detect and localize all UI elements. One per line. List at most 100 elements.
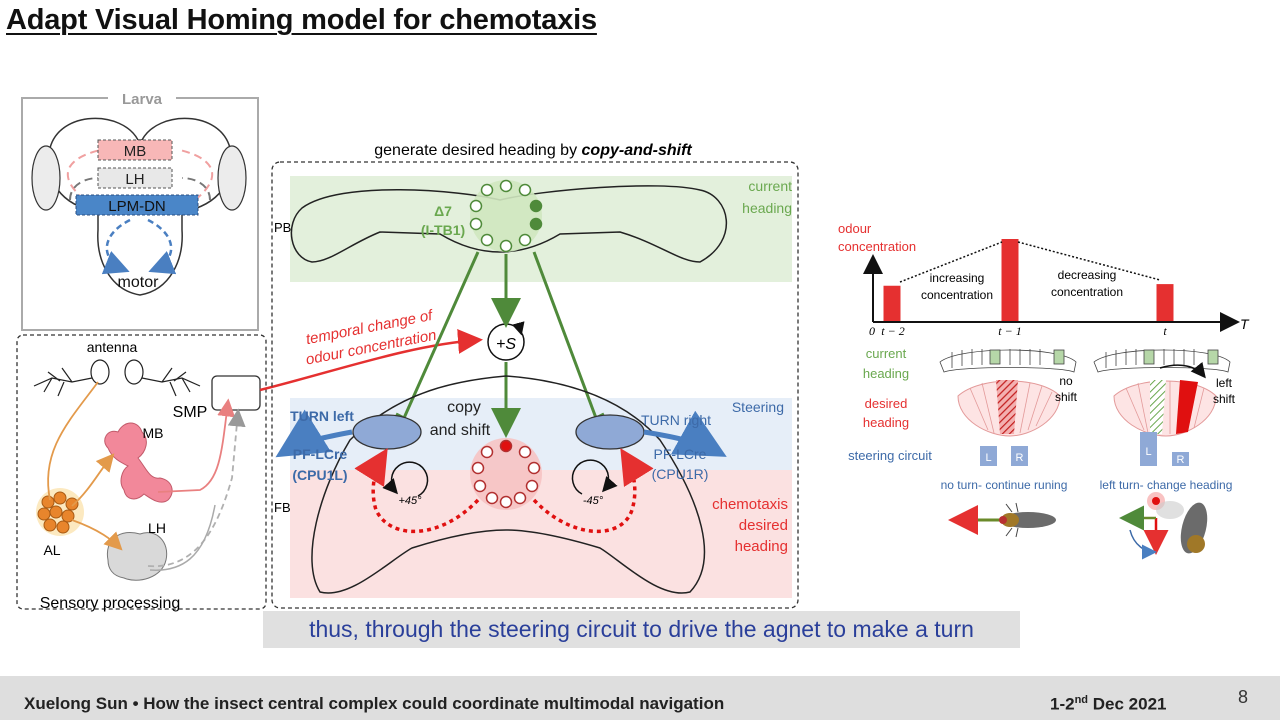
sensory-smp-label: SMP (173, 404, 208, 421)
right-fb-mini (1113, 380, 1217, 437)
larva-mb-label: MB (124, 143, 147, 160)
concentration-bars (883, 239, 1174, 321)
steering-circuit-label: steering circuit (848, 448, 932, 463)
larva-right-lobe (217, 145, 247, 211)
right-R-box (1172, 452, 1189, 466)
tick-0: 0 (869, 324, 875, 338)
plus45-label: +45° (398, 495, 422, 507)
left-R-box (1011, 446, 1028, 466)
figure: Larva MB LH LPM-DN motor antenna SMP (16, 88, 1250, 612)
larva-lpm-box (75, 194, 199, 216)
center-title: generate desired heading by copy-and-shi… (374, 142, 692, 159)
pf-right-label-2: (CPU1R) (652, 466, 709, 482)
concentration-bar-2 (1156, 284, 1174, 321)
current-heading-label-1: current (748, 178, 792, 194)
larva-motor-label: motor (118, 274, 160, 291)
axis-T-label: T (1240, 316, 1250, 332)
odour-signal-arrow (259, 329, 483, 392)
left-fb-mini (957, 380, 1061, 437)
left-pb-mini (939, 349, 1077, 373)
sensory-smp-box (211, 375, 261, 411)
larva-lh-box (97, 167, 173, 189)
chemotaxis-label-2: desired (739, 517, 788, 534)
sensory-al-label: AL (43, 542, 60, 558)
pf-right-label-1: PF-LCre (654, 446, 707, 462)
itb1-label: (I-TB1) (421, 222, 465, 238)
sensory-al-cluster (36, 488, 84, 536)
sensory-antenna-label: antenna (87, 339, 138, 355)
larva-lpm-label: LPM-DN (108, 198, 166, 215)
fly-turning-icon (1147, 492, 1208, 554)
sensory-mb-shape (104, 422, 173, 503)
decreasing-label-2: concentration (1051, 285, 1123, 299)
rp-desired-heading-2: heading (863, 415, 909, 430)
rp-current-heading-1: current (866, 346, 907, 361)
tick-3: t (1163, 324, 1167, 338)
footer-author-title: Xuelong Sun • How the insect central com… (24, 694, 725, 713)
sensory-footer-label: Sensory processing (40, 595, 181, 612)
right-L-box (1140, 432, 1157, 466)
fb-outline (311, 375, 706, 594)
sensory-lh-shape (106, 532, 168, 581)
pf-left-label-1: PF-LCre (293, 446, 348, 462)
antenna-icon (33, 359, 201, 397)
right-panel: odour concentration T increasing concent… (838, 221, 1250, 560)
turn-left-node (352, 414, 422, 450)
larva-panel: Larva MB LH LPM-DN motor (21, 88, 259, 331)
right-R-label: R (1177, 454, 1185, 466)
pb-label: PB (274, 220, 291, 235)
fb-ring (471, 439, 541, 509)
tick-2: t − 1 (998, 324, 1021, 338)
copy-shift-label-2: and shift (430, 422, 491, 439)
fb-label: FB (274, 500, 291, 515)
increasing-label-2: concentration (921, 288, 993, 302)
left-turn-label: left turn- change heading (1100, 478, 1233, 492)
no-shift-label-1: no (1059, 374, 1073, 388)
left-shift-label-1: left (1216, 376, 1233, 390)
right-L-label: L (1145, 446, 1151, 458)
larva-lh-label: LH (125, 171, 144, 188)
left-shift-label-2: shift (1213, 392, 1236, 406)
copy-shift-label-1: copy (447, 399, 481, 416)
green-left-projection (402, 251, 480, 419)
turn-left-arrow (275, 409, 353, 458)
right-pb-mini (1093, 349, 1231, 373)
odour-label-1: odour (838, 221, 872, 236)
left-L-box (980, 446, 997, 466)
fb-to-right-dashed (532, 448, 654, 533)
no-turn-label: no turn- continue runing (941, 478, 1068, 492)
turn-right-node (575, 414, 645, 450)
odour-label-2: concentration (838, 239, 916, 254)
tick-1: t − 2 (881, 324, 904, 338)
slide-title: Adapt Visual Homing model for chemotaxis (6, 4, 597, 36)
larva-left-lobe (31, 145, 61, 211)
left-R-label: R (1016, 452, 1024, 464)
sensory-panel: antenna SMP MB AL LH (16, 334, 267, 612)
delta7-label: Δ7 (434, 203, 452, 219)
rp-desired-heading-1: desired (865, 396, 908, 411)
pf-left-label-2: (CPU1L) (292, 467, 347, 483)
footer-date: 1-2nd Dec 2021 (1050, 694, 1167, 714)
rp-current-heading-2: heading (863, 366, 909, 381)
chemotaxis-label-3: heading (735, 538, 788, 555)
page-number: 8 (1238, 687, 1249, 707)
larva-title: Larva (122, 91, 163, 108)
increasing-label-1: increasing (930, 271, 985, 285)
minus45-label: -45° (583, 495, 604, 507)
left-L-label: L (985, 452, 991, 464)
sensory-lh-label: LH (148, 520, 166, 536)
steering-label: Steering (732, 399, 784, 415)
delta7-ring (469, 179, 543, 253)
sensory-mb-label: MB (143, 425, 164, 441)
plus-s-label: +S (496, 336, 516, 353)
green-right-projection (532, 251, 598, 419)
chemotaxis-label-1: chemotaxis (712, 496, 788, 513)
larva-mb-box (97, 139, 173, 161)
caption: thus, through the steering circuit to dr… (263, 611, 1020, 648)
decreasing-label-1: decreasing (1058, 268, 1117, 282)
turn-right-arrow (643, 410, 727, 457)
footer: Xuelong Sun • How the insect central com… (0, 676, 1280, 720)
turn-right-label: TURN right (641, 412, 711, 428)
center-panel: generate desired heading by copy-and-shi… (271, 142, 799, 609)
concentration-bar-1 (1001, 239, 1019, 321)
